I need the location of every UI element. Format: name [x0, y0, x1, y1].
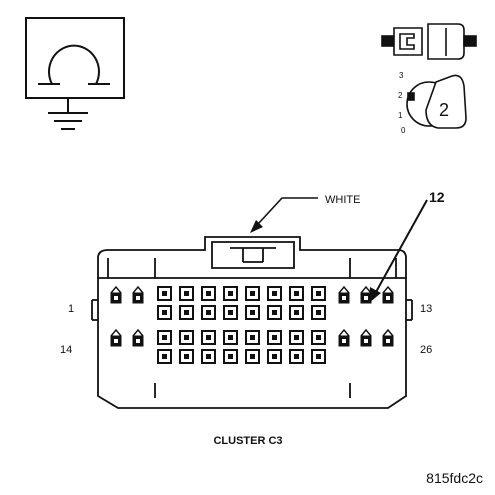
- cavity-top-left-1-notch: [110, 285, 122, 294]
- cavity-top-right-1-notch: [338, 285, 350, 294]
- pin-label-13: 13: [420, 303, 432, 315]
- cavity-bottom-right-1-slot: [342, 339, 346, 343]
- cavity-bottom-b-5-core: [250, 354, 255, 359]
- cavity-bottom-right-3-notch: [382, 328, 394, 337]
- cavity-bottom-a-8-core: [316, 335, 321, 340]
- cavity-top-b-5-core: [250, 310, 255, 315]
- cavity-bottom-a-4-core: [228, 335, 233, 340]
- cavity-top-right-2-notch: [360, 285, 372, 294]
- figure-id: 815fdc2c: [426, 470, 483, 486]
- cavity-bottom-b-7-core: [294, 354, 299, 359]
- cavity-bottom-b-6-core: [272, 354, 277, 359]
- cavity-bottom-b-2-core: [184, 354, 189, 359]
- cavity-top-a-8-core: [316, 291, 321, 296]
- cavity-top-b-7-core: [294, 310, 299, 315]
- connector-cavities: [110, 285, 394, 364]
- cavity-bottom-a-2-core: [184, 335, 189, 340]
- cavity-bottom-b-1-core: [162, 354, 167, 359]
- cavity-bottom-right-2-notch: [360, 328, 372, 337]
- cavity-top-left-2-notch: [132, 285, 144, 294]
- cavity-bottom-b-3-core: [206, 354, 211, 359]
- ignition-position-2: 2: [398, 91, 403, 100]
- cavity-top-left-1-slot: [114, 296, 118, 300]
- ignition-position-0: 0: [401, 126, 406, 135]
- wire-color-label: WHITE: [325, 194, 360, 206]
- cavity-bottom-a-7-core: [294, 335, 299, 340]
- cavity-top-a-1-core: [162, 291, 167, 296]
- probe-pin-leader: [375, 199, 428, 293]
- connector-disconnect-icon: [381, 23, 477, 60]
- ignition-key-label: 2: [439, 100, 449, 120]
- pin-label-14: 14: [60, 344, 72, 356]
- cavity-top-a-4-core: [228, 291, 233, 296]
- cavity-bottom-left-1-slot: [114, 339, 118, 343]
- connector-name: CLUSTER C3: [213, 435, 282, 447]
- cavity-bottom-right-3-slot: [386, 339, 390, 343]
- cavity-top-b-4-core: [228, 310, 233, 315]
- cavity-bottom-b-4-core: [228, 354, 233, 359]
- cavity-top-a-3-core: [206, 291, 211, 296]
- cavity-top-right-2-slot: [364, 296, 368, 300]
- cavity-top-b-8-core: [316, 310, 321, 315]
- cavity-bottom-a-5-core: [250, 335, 255, 340]
- cavity-top-right-3-slot: [386, 296, 390, 300]
- cavity-top-b-1-core: [162, 310, 167, 315]
- cavity-top-right-1-slot: [342, 296, 346, 300]
- cavity-bottom-a-3-core: [206, 335, 211, 340]
- pin-label-1: 1: [68, 303, 74, 315]
- cavity-bottom-a-6-core: [272, 335, 277, 340]
- ohmmeter-ground-icon: [25, 17, 125, 130]
- cavity-top-left-2-slot: [136, 296, 140, 300]
- cavity-bottom-left-2-slot: [136, 339, 140, 343]
- probe-pin-arrowhead: [369, 287, 381, 303]
- pin-label-26: 26: [420, 344, 432, 356]
- wire-color-arrowhead: [250, 220, 263, 233]
- cavity-bottom-right-1-notch: [338, 328, 350, 337]
- cavity-top-a-6-core: [272, 291, 277, 296]
- cavity-top-b-2-core: [184, 310, 189, 315]
- ignition-key-icon: 3 2 1 0 2: [398, 71, 467, 135]
- ignition-position-3: 3: [399, 71, 404, 80]
- cavity-top-a-2-core: [184, 291, 189, 296]
- cavity-bottom-right-2-slot: [364, 339, 368, 343]
- ignition-position-1: 1: [398, 111, 403, 120]
- probe-pin-label: 12: [429, 189, 445, 205]
- connector-body: [91, 236, 413, 409]
- cavity-bottom-a-1-core: [162, 335, 167, 340]
- cavity-top-b-6-core: [272, 310, 277, 315]
- cavity-bottom-left-2-notch: [132, 328, 144, 337]
- cavity-bottom-left-1-notch: [110, 328, 122, 337]
- cavity-bottom-b-8-core: [316, 354, 321, 359]
- cavity-top-a-5-core: [250, 291, 255, 296]
- cavity-top-b-3-core: [206, 310, 211, 315]
- wire-color-leader: [257, 197, 318, 225]
- cavity-top-a-7-core: [294, 291, 299, 296]
- cavity-top-right-3-notch: [382, 285, 394, 294]
